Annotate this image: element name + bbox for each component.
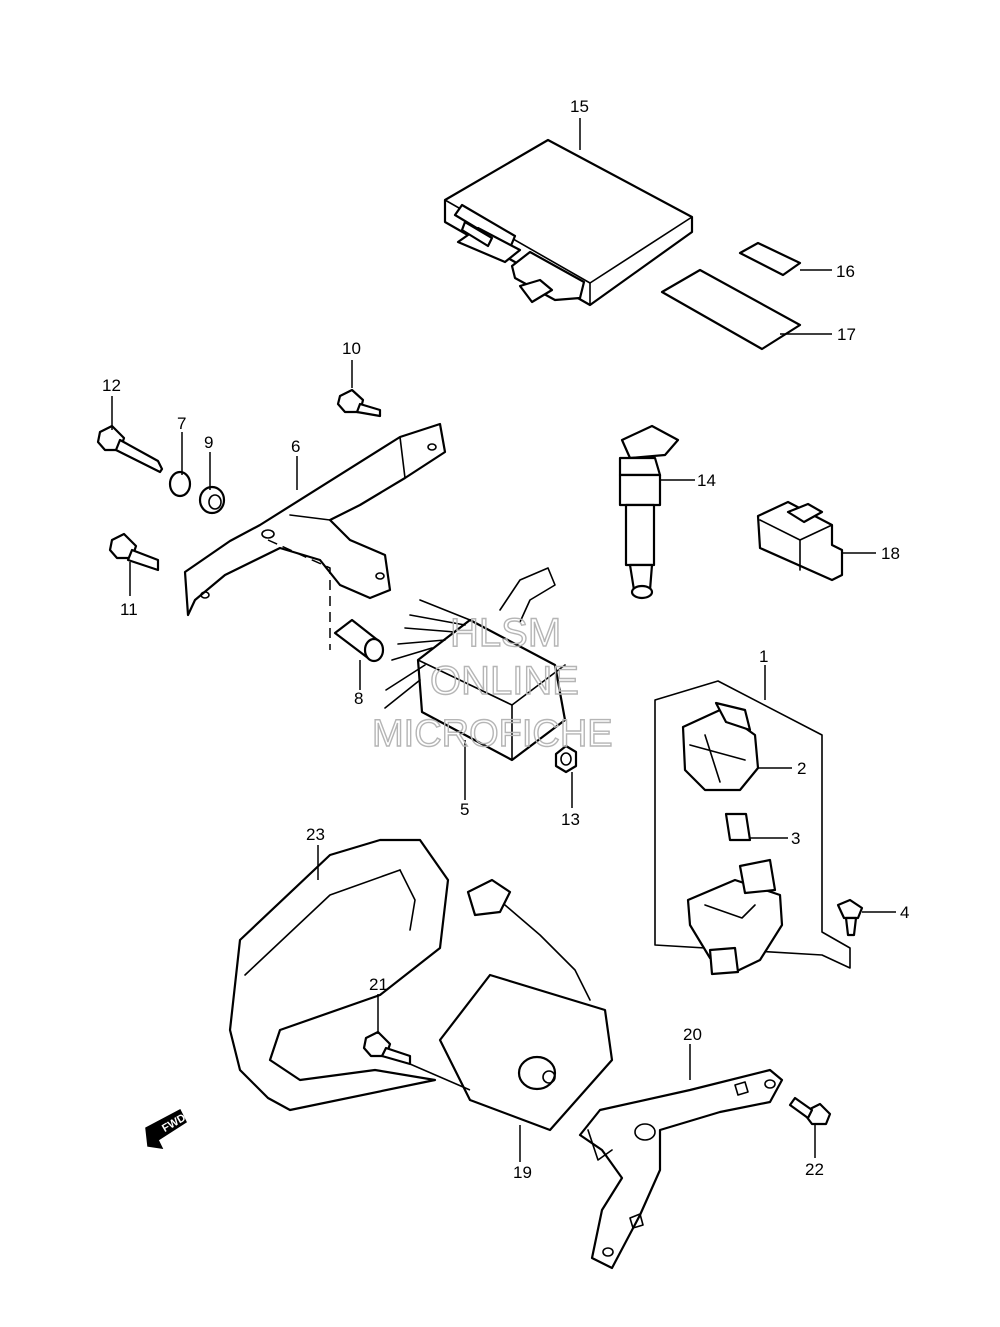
callout-7: 7 (177, 414, 186, 433)
ignition-coil (618, 424, 680, 600)
bolt-upper (336, 388, 382, 418)
cover (228, 838, 450, 1112)
watermark-line-1: HLSM (450, 611, 561, 655)
callout-17: 17 (837, 325, 856, 344)
bolt-long (96, 424, 164, 474)
callout-20: 20 (683, 1025, 702, 1044)
callout-8: 8 (354, 689, 363, 708)
fwd-arrow-icon: FWD (145, 1108, 188, 1149)
mounting-bracket (183, 422, 447, 617)
connector (756, 500, 844, 582)
regulator-rectifier (384, 567, 567, 762)
callout-10: 10 (342, 339, 361, 358)
sensor-bracket (578, 1068, 784, 1270)
bolt-lower (108, 532, 160, 572)
watermark: HLSM ONLINE MICROFICHE (371, 610, 613, 755)
callout-12: 12 (102, 376, 121, 395)
watermark-line-3: MICROFICHE (372, 713, 613, 755)
nut (554, 744, 578, 774)
callout-9: 9 (204, 433, 213, 452)
callout-22: 22 (805, 1160, 824, 1179)
callout-11: 11 (120, 600, 138, 619)
bolt-bracket (788, 1096, 832, 1126)
relay-cover (681, 701, 760, 792)
callout-19: 19 (513, 1163, 532, 1182)
callout-2: 2 (797, 759, 806, 778)
callout-6: 6 (291, 437, 300, 456)
callout-16: 16 (836, 262, 855, 281)
grommet (198, 485, 226, 515)
fwd-label: FWD (160, 1112, 188, 1135)
relay-block (686, 858, 784, 976)
callouts: 1 2 3 4 5 6 7 8 9 10 11 12 13 14 15 16 1… (102, 97, 909, 1182)
callout-5: 5 (460, 800, 469, 819)
screw (836, 898, 864, 937)
washer (168, 470, 192, 498)
ecu-unit (443, 138, 694, 307)
sensor-unit (438, 878, 614, 1132)
callout-3: 3 (791, 829, 800, 848)
callout-4: 4 (900, 903, 909, 922)
callout-14: 14 (697, 471, 716, 490)
callout-13: 13 (561, 810, 580, 829)
watermark-line-2: ONLINE (430, 659, 579, 703)
pad-large (660, 268, 802, 351)
callout-1: 1 (759, 647, 768, 666)
collar (333, 618, 385, 663)
callout-21: 21 (369, 975, 388, 994)
callout-23: 23 (306, 825, 325, 844)
leader-lines (111, 118, 896, 1162)
fuse (724, 812, 752, 842)
callout-15: 15 (570, 97, 589, 116)
callout-18: 18 (881, 544, 900, 563)
pad-small (738, 241, 802, 277)
bolt-sensor (362, 1030, 412, 1066)
